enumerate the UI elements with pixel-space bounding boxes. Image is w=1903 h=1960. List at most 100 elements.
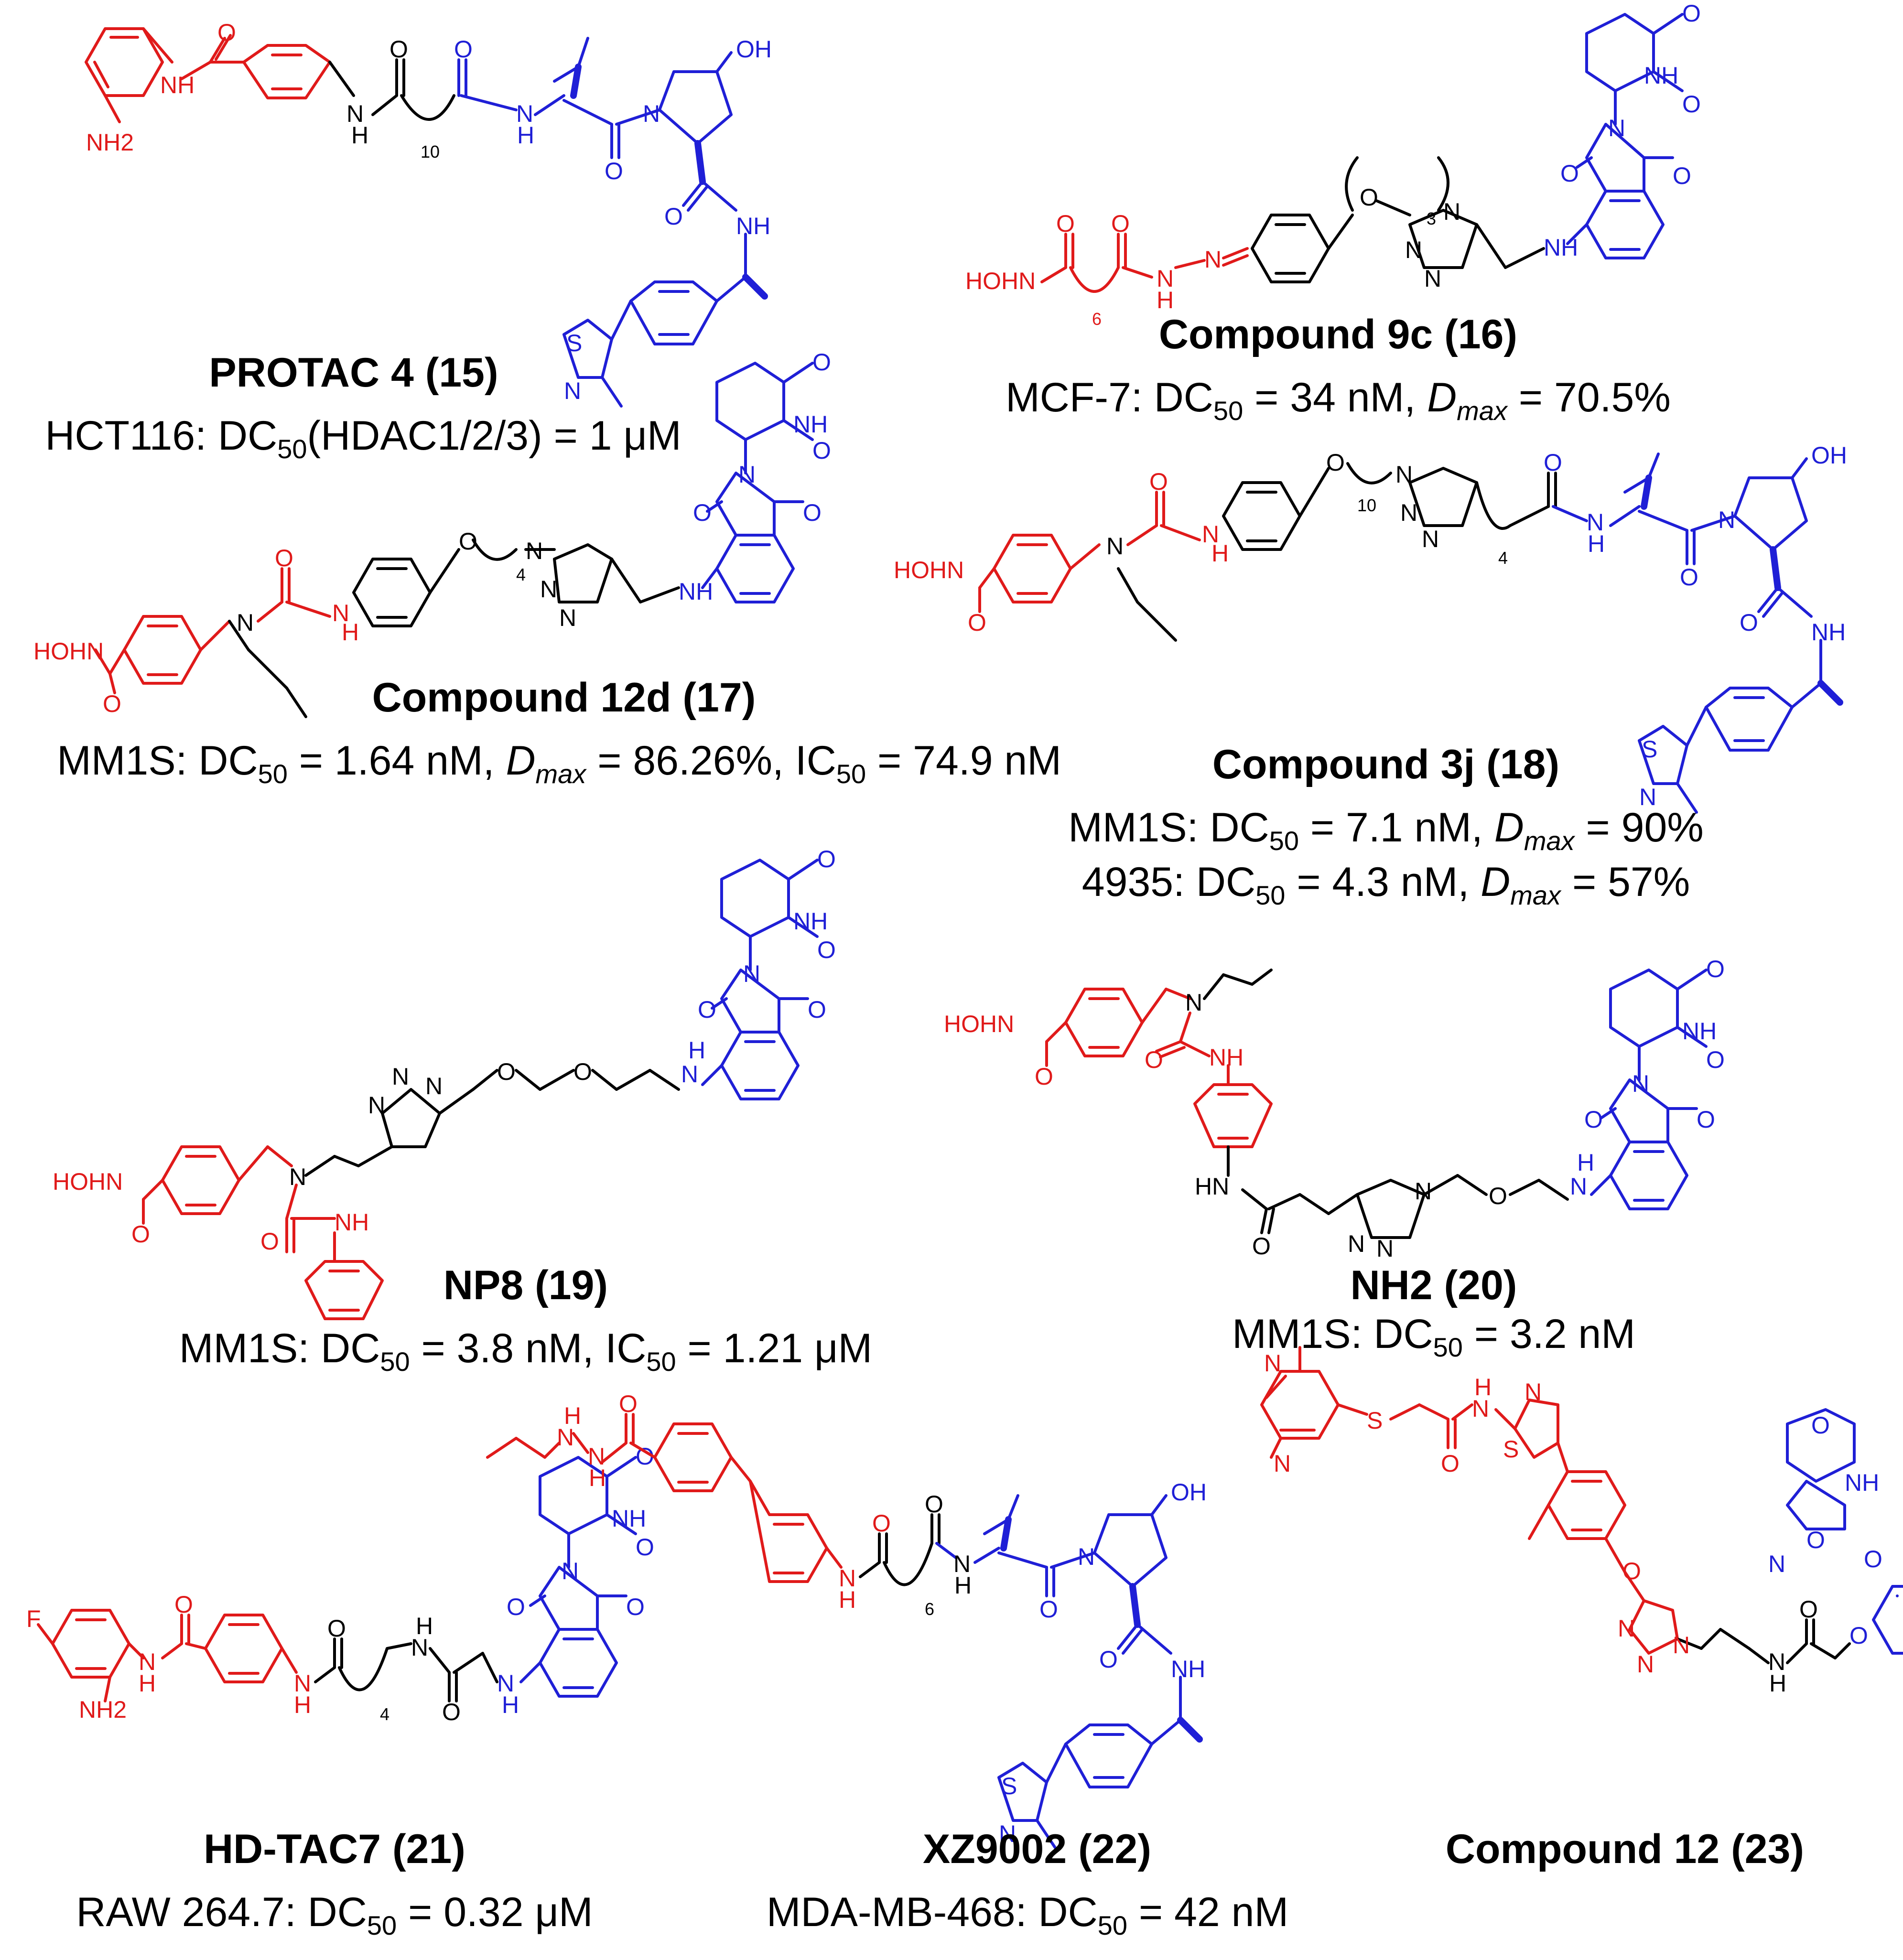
atom-label: N — [1106, 533, 1124, 560]
atom-label: O — [442, 1699, 461, 1725]
compound-activity: MM1S: DC50 = 1.64 nM, Dmax = 86.26%, IC5… — [10, 736, 1109, 789]
atom-label: H — [688, 1037, 705, 1064]
structure-hd-tac7: F NH2 N H O N H O 4 N H O H N O O N O O … — [26, 1443, 654, 1725]
atom-label: O — [1682, 91, 1701, 118]
atom-label: O — [817, 846, 836, 872]
compound-name: NH2 (20) — [1350, 1262, 1517, 1308]
atom-label: NH — [793, 411, 828, 438]
atom-label: H — [954, 1572, 972, 1599]
atom-label: O — [131, 1221, 150, 1248]
atom-label: N — [1639, 784, 1656, 810]
atom-label: O — [1811, 1412, 1830, 1439]
atom-label: H — [517, 122, 534, 149]
atom-label: H — [342, 619, 359, 646]
atom-label: NH — [160, 72, 195, 98]
compound-activity: HCT116: DC50(HDAC1/2/3) = 1 μM — [10, 411, 717, 463]
atom-label: NH — [1644, 62, 1678, 89]
atom-label: O — [1056, 210, 1075, 237]
atom-label: N — [1673, 1632, 1690, 1658]
atom-label: O — [459, 528, 477, 555]
atom-label: N — [346, 100, 364, 127]
atom-label: O — [1560, 160, 1579, 187]
activity-line: 4935: DC50 = 4.3 nM, Dmax = 57% — [1081, 859, 1690, 910]
atom-label: O — [636, 1534, 654, 1561]
atom-label: H — [1474, 1374, 1492, 1400]
atom-label: N — [999, 1820, 1016, 1847]
atom-label: N — [497, 1670, 514, 1697]
atom-label: O — [1849, 1622, 1868, 1649]
atom-label: O — [1622, 1558, 1641, 1584]
compound-caption: Compound 12 (23) — [1386, 1825, 1864, 1873]
structure-compound-9c: HOHN O O 6 H N N O 3 N N N NH O NH O O N… — [965, 0, 1701, 329]
atom-label: NH — [736, 213, 770, 239]
atom-label: O — [1673, 162, 1691, 189]
compound-activity: MM1S: DC50 = 7.1 nM, Dmax = 90% 4935: DC… — [1004, 803, 1768, 910]
atom-label: O — [1864, 1546, 1882, 1572]
compound-name: Compound 9c (16) — [1158, 312, 1518, 357]
compound-caption: NP8 (19) — [382, 1261, 669, 1309]
atom-label: N — [516, 100, 533, 127]
compound-caption: PROTAC 4 (15) — [182, 349, 526, 397]
atom-label: N — [681, 1061, 698, 1088]
atom-label: S — [566, 330, 582, 356]
atom-label: NH — [1845, 1469, 1879, 1496]
atom-label: N — [392, 1063, 409, 1090]
atom-label: N — [540, 576, 557, 603]
atom-label: N — [1718, 506, 1735, 533]
atom-label: N — [1570, 1173, 1587, 1200]
atom-label: N — [1637, 1651, 1654, 1678]
activity-line: MDA-MB-468: DC50 = 42 nM — [766, 1889, 1289, 1940]
atom-label: N — [1443, 198, 1460, 225]
atom-label: O — [812, 437, 831, 464]
atom-label: N — [368, 1092, 385, 1119]
atom-label: O — [507, 1594, 525, 1620]
atom-label: N — [738, 461, 756, 488]
atom-label: O — [327, 1615, 346, 1642]
atom-label: O — [1360, 184, 1378, 211]
atom-label: O — [1799, 1596, 1818, 1623]
atom-label: S — [1503, 1436, 1519, 1463]
atom-label: O — [1740, 609, 1758, 636]
atom-label: NH2 — [86, 129, 134, 156]
compound-activity: MCF-7: DC50 = 34 nM, Dmax = 70.5% — [956, 373, 1720, 424]
atom-label: NH — [793, 908, 828, 935]
atom-label: O — [1035, 1063, 1053, 1090]
compound-activity: MDA-MB-468: DC50 = 42 nM — [717, 1887, 1338, 1940]
atom-label: F — [26, 1605, 41, 1632]
atom-label: O — [803, 499, 822, 526]
atom-label: N — [289, 1163, 306, 1190]
atom-label: H — [139, 1670, 156, 1697]
atom-label: O — [1111, 210, 1130, 237]
structure-compound-12-pomalidomide: O N O O NH — [1768, 1408, 1903, 1655]
atom-label: O — [217, 19, 236, 46]
atom-label: H — [839, 1586, 856, 1613]
atom-label: O — [174, 1591, 193, 1618]
structure-np8: HOHN O N O NH N N N O O H N O O N O O NH — [53, 846, 836, 1320]
atom-label: N — [559, 604, 576, 631]
atom-label: HN — [1195, 1173, 1229, 1200]
activity-line: MM1S: DC50 = 1.64 nM, Dmax = 86.26%, IC5… — [57, 738, 1061, 789]
atom-label: H — [294, 1691, 311, 1718]
atom-label: N — [1078, 1543, 1095, 1570]
atom-label: O — [389, 36, 408, 63]
atom-label: 6 — [925, 1599, 934, 1619]
atom-label: N — [839, 1565, 856, 1592]
atom-label: NH — [1811, 619, 1846, 646]
atom-label: HOHN — [33, 638, 104, 665]
compound-caption: NH2 (20) — [1290, 1261, 1577, 1309]
atom-label: N — [953, 1551, 971, 1577]
atom-label: N — [1608, 115, 1625, 141]
atom-label: O — [1252, 1233, 1271, 1260]
atom-label: O — [817, 937, 836, 963]
atom-label: O — [1682, 0, 1701, 27]
atom-label: OH — [1811, 442, 1847, 469]
atom-label: N — [643, 100, 660, 127]
atom-label: 6 — [1092, 309, 1102, 329]
atom-label: N — [1587, 509, 1604, 536]
atom-label: N — [139, 1648, 156, 1675]
atom-label: N — [1348, 1230, 1365, 1257]
atom-label: O — [260, 1228, 279, 1255]
atom-label: N — [1472, 1395, 1489, 1422]
compound-name: PROTAC 4 (15) — [209, 350, 498, 396]
atom-label: N — [1768, 1648, 1785, 1675]
